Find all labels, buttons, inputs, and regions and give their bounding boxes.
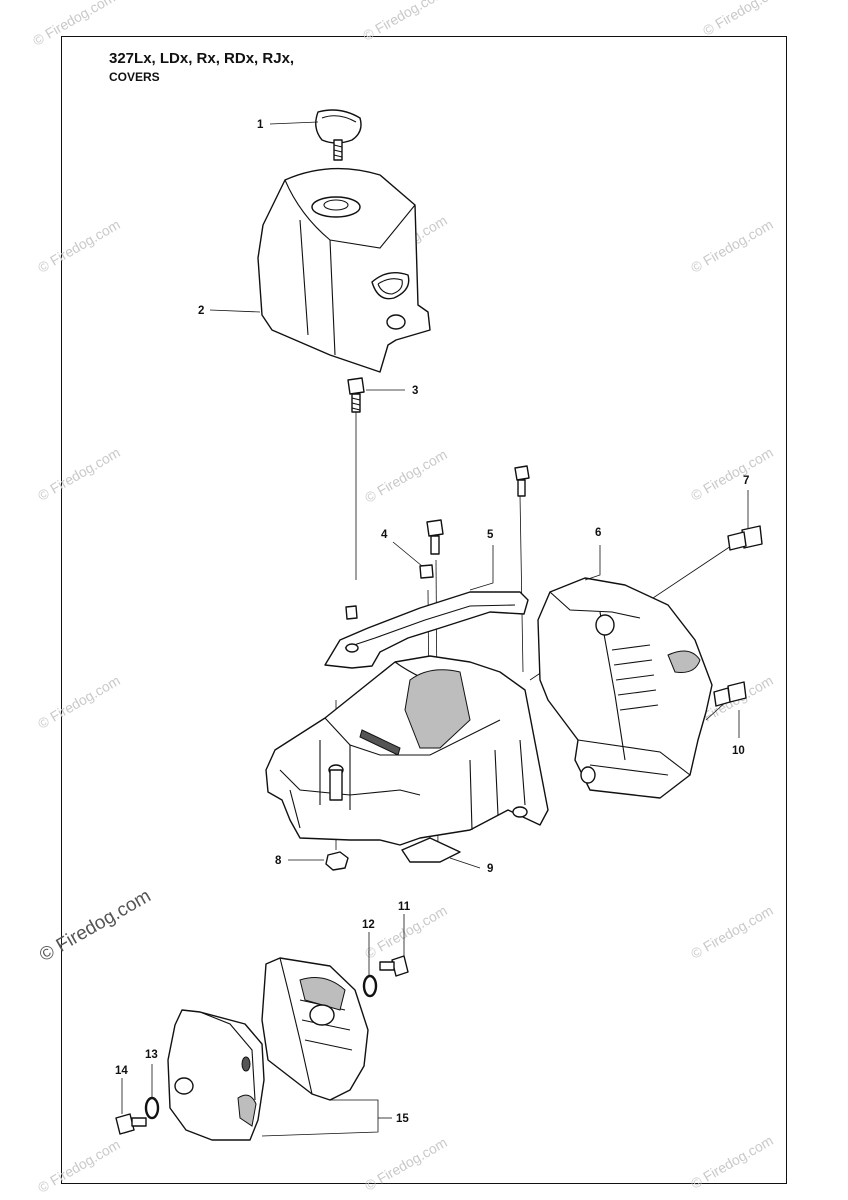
part-screw-top-right bbox=[514, 465, 530, 497]
callout-2: 2 bbox=[198, 305, 204, 317]
part-o-ring-13 bbox=[144, 1096, 160, 1120]
part-screw-14 bbox=[115, 1113, 147, 1135]
part-nut bbox=[325, 851, 349, 871]
callout-7: 7 bbox=[743, 475, 749, 487]
part-housing bbox=[265, 655, 549, 863]
callout-5: 5 bbox=[487, 529, 494, 541]
callout-15: 15 bbox=[396, 1113, 409, 1125]
callout-8: 8 bbox=[275, 855, 282, 867]
part-o-ring-12 bbox=[362, 974, 378, 998]
callout-1: 1 bbox=[257, 119, 264, 131]
callout-13: 13 bbox=[145, 1049, 158, 1061]
part-side-cover bbox=[537, 577, 713, 799]
part-screw-upper bbox=[426, 519, 444, 555]
part-small-screw bbox=[345, 605, 358, 620]
callout-14: 14 bbox=[115, 1065, 128, 1077]
callout-6: 6 bbox=[595, 527, 601, 539]
part-screw-7 bbox=[727, 525, 763, 551]
callout-3: 3 bbox=[412, 385, 418, 397]
part-screw-4 bbox=[419, 564, 434, 579]
part-lower-cover-outer bbox=[167, 1009, 265, 1141]
part-lower-cover-inner bbox=[261, 957, 369, 1101]
model-list-heading: 327Lx, LDx, Rx, RDx, RJx, bbox=[109, 50, 295, 67]
part-screw-3 bbox=[347, 377, 365, 413]
callout-12: 12 bbox=[362, 919, 375, 931]
section-title: COVERS bbox=[109, 70, 160, 84]
callout-11: 11 bbox=[398, 901, 411, 913]
part-knob bbox=[315, 109, 362, 161]
part-screw-10 bbox=[713, 681, 747, 707]
part-top-cover bbox=[257, 167, 431, 373]
callout-4: 4 bbox=[381, 529, 388, 541]
part-bracket bbox=[324, 591, 529, 669]
part-screw-11 bbox=[379, 955, 409, 977]
callout-9: 9 bbox=[487, 863, 493, 875]
callout-10: 10 bbox=[732, 745, 745, 757]
diagram-frame bbox=[61, 36, 787, 1184]
